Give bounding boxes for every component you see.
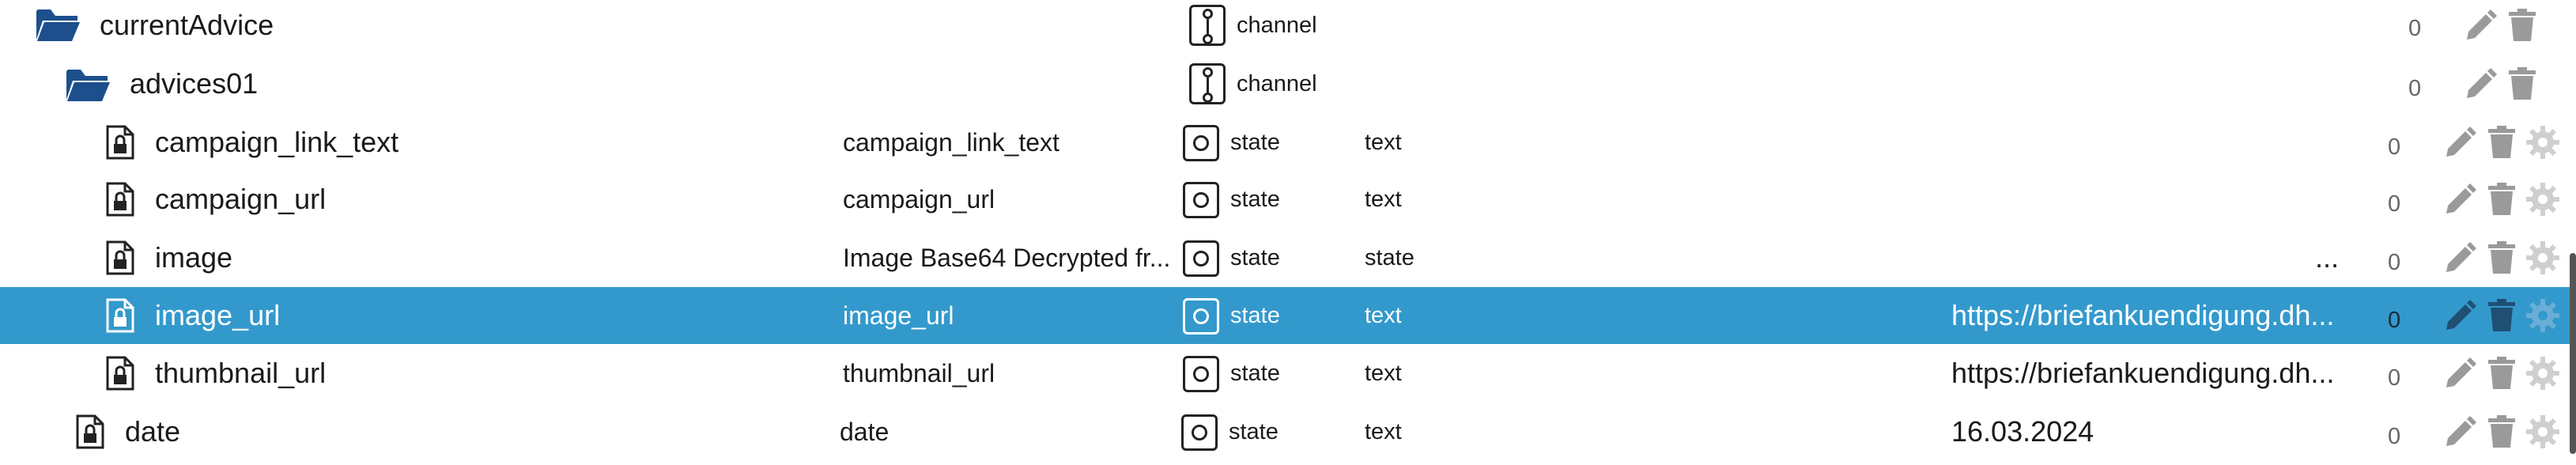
row-type: state — [1230, 245, 1280, 270]
gear-icon[interactable] — [2525, 240, 2560, 275]
row-ack: 0 — [2408, 16, 2422, 41]
trash-icon[interactable] — [2505, 8, 2540, 43]
gear-icon[interactable] — [2525, 182, 2560, 217]
trash-icon[interactable] — [2484, 298, 2519, 333]
file-lock-icon — [106, 125, 134, 160]
trash-icon[interactable] — [2484, 356, 2519, 391]
state-type-icon — [1183, 240, 1219, 277]
tree-row[interactable]: campaign_link_text campaign_link_text st… — [0, 114, 2576, 171]
row-name[interactable]: currentAdvice — [100, 9, 274, 41]
trash-icon[interactable] — [2484, 240, 2519, 275]
row-name[interactable]: image_url — [155, 299, 281, 331]
tree-row[interactable]: campaign_url campaign_url state text 0 — [0, 171, 2576, 228]
trash-icon[interactable] — [2505, 66, 2540, 101]
row-role: text — [1365, 130, 1402, 155]
row-type: state — [1230, 361, 1280, 386]
row-ack: 0 — [2388, 365, 2401, 391]
gear-icon[interactable] — [2525, 356, 2560, 391]
tree-row-selected[interactable]: image_url image_url state text https://b… — [0, 287, 2576, 344]
row-ack: 0 — [2388, 424, 2401, 449]
gear-icon[interactable] — [2525, 298, 2560, 333]
file-lock-icon — [106, 240, 134, 275]
row-role: text — [1365, 303, 1402, 328]
gear-icon[interactable] — [2525, 414, 2560, 449]
row-name[interactable]: thumbnail_url — [155, 357, 327, 389]
row-value[interactable]: https://briefankuendigung.dh... — [1951, 357, 2335, 389]
row-type: state — [1230, 303, 1280, 328]
pencil-icon[interactable] — [2443, 125, 2478, 160]
pencil-icon[interactable] — [2443, 356, 2478, 391]
folder-open-icon — [66, 70, 110, 101]
pencil-icon[interactable] — [2443, 298, 2478, 333]
state-type-icon — [1183, 356, 1219, 392]
tree-row[interactable]: currentAdvice channel 0 — [0, 0, 2576, 54]
scrollbar[interactable] — [2570, 253, 2576, 454]
row-name[interactable]: campaign_link_text — [155, 126, 399, 158]
row-role: text — [1365, 187, 1402, 212]
gear-icon[interactable] — [2525, 125, 2560, 160]
state-type-icon — [1183, 125, 1219, 161]
file-lock-icon — [76, 414, 104, 449]
trash-icon[interactable] — [2484, 125, 2519, 160]
row-ack: 0 — [2388, 191, 2401, 217]
trash-icon[interactable] — [2484, 414, 2519, 449]
row-role: text — [1365, 419, 1402, 444]
file-lock-icon — [106, 298, 134, 333]
state-type-icon — [1181, 414, 1218, 451]
row-description: image_url — [843, 301, 954, 330]
trash-icon[interactable] — [2484, 182, 2519, 217]
row-value[interactable]: 16.03.2024 — [1951, 415, 2094, 448]
tree-row[interactable]: thumbnail_url thumbnail_url state text h… — [0, 345, 2576, 402]
row-value[interactable]: https://briefankuendigung.dh... — [1951, 299, 2335, 331]
row-name[interactable]: image — [155, 241, 233, 274]
row-description: Image Base64 Decrypted fr... — [843, 244, 1171, 272]
pencil-icon[interactable] — [2443, 414, 2478, 449]
pencil-icon[interactable] — [2464, 8, 2499, 43]
state-type-icon — [1183, 298, 1219, 335]
row-ack: 0 — [2388, 250, 2401, 275]
folder-open-icon — [36, 9, 80, 41]
row-ack: 0 — [2388, 308, 2401, 333]
row-ack: 0 — [2388, 134, 2401, 160]
row-type: channel — [1237, 13, 1317, 38]
row-role: text — [1365, 361, 1402, 386]
tree-row[interactable]: date date state text 16.03.2024 0 — [0, 403, 2576, 460]
row-role: state — [1365, 245, 1415, 270]
row-description: campaign_link_text — [843, 128, 1059, 157]
row-type: state — [1230, 187, 1280, 212]
row-ack: 0 — [2408, 76, 2422, 101]
pencil-icon[interactable] — [2464, 66, 2499, 101]
pencil-icon[interactable] — [2443, 240, 2478, 275]
file-lock-icon — [106, 182, 134, 217]
row-description: campaign_url — [843, 185, 995, 214]
row-name[interactable]: campaign_url — [155, 183, 327, 215]
channel-type-icon — [1189, 63, 1226, 104]
row-type: state — [1230, 130, 1280, 155]
pencil-icon[interactable] — [2443, 182, 2478, 217]
row-description: date — [840, 418, 890, 446]
channel-type-icon — [1189, 5, 1226, 46]
row-description: thumbnail_url — [843, 359, 995, 388]
file-lock-icon — [106, 356, 134, 391]
state-type-icon — [1183, 182, 1219, 218]
row-type: state — [1229, 419, 1279, 444]
row-value[interactable]: ... — [2315, 241, 2340, 274]
tree-row[interactable]: image Image Base64 Decrypted fr... state… — [0, 229, 2576, 286]
row-name[interactable]: date — [125, 415, 181, 448]
tree-row[interactable]: advices01 channel 0 — [0, 55, 2576, 112]
row-name[interactable]: advices01 — [130, 67, 259, 100]
row-type: channel — [1237, 71, 1317, 96]
